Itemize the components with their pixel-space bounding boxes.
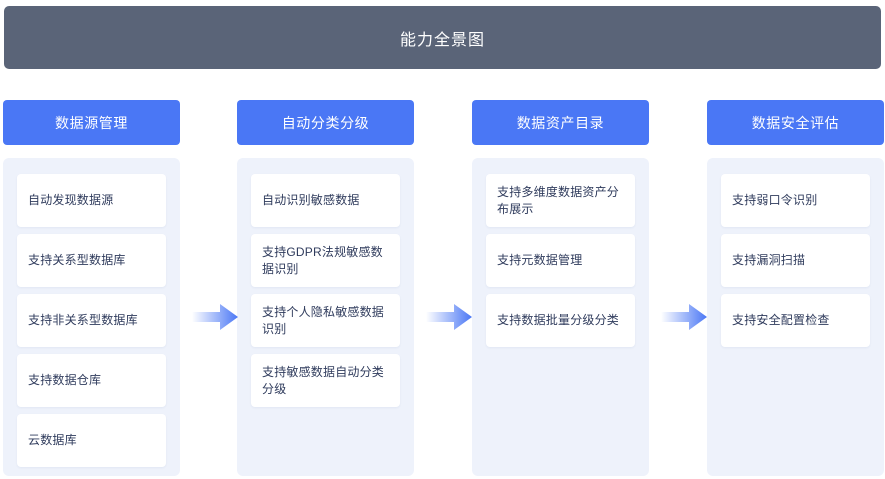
column-header-security-assessment[interactable]: 数据安全评估: [707, 100, 884, 145]
capability-card-label: 支持数据仓库: [28, 373, 102, 387]
capability-card[interactable]: 支持弱口令识别: [721, 174, 870, 227]
capability-card-label: 自动识别敏感数据: [262, 193, 360, 207]
page-title: 能力全景图: [399, 31, 485, 49]
capability-card-label: 支持元数据管理: [497, 253, 583, 267]
column-header-auto-classification[interactable]: 自动分类分级: [237, 100, 414, 145]
capability-card-label: 支持多维度数据资产分布展示: [497, 184, 620, 216]
column-header-label: 数据安全评估: [751, 114, 840, 131]
column-body-security-assessment: 支持弱口令识别 支持漏洞扫描 支持安全配置检查: [707, 158, 884, 476]
capability-card[interactable]: 云数据库: [17, 414, 166, 467]
column-body-data-source: 自动发现数据源 支持关系型数据库 支持非关系型数据库 支持数据仓库 云数据库: [3, 158, 180, 476]
capability-card-label: 自动发现数据源: [28, 193, 114, 207]
capability-column-asset-catalog: 数据资产目录 支持多维度数据资产分布展示 支持元数据管理 支持数据批量分级分类: [472, 100, 649, 476]
capability-column-auto-classification: 自动分类分级 自动识别敏感数据 支持GDPR法规敏感数据识别 支持个人隐私敏感数…: [237, 100, 414, 476]
capability-card-label: 支持数据批量分级分类: [497, 313, 620, 327]
capability-card[interactable]: 支持GDPR法规敏感数据识别: [251, 234, 400, 287]
capability-columns: 数据源管理 自动发现数据源 支持关系型数据库 支持非关系型数据库 支持数据仓库 …: [0, 100, 885, 479]
capability-card[interactable]: 支持个人隐私敏感数据识别: [251, 294, 400, 347]
column-header-label: 数据资产目录: [516, 114, 605, 131]
column-header-data-source[interactable]: 数据源管理: [3, 100, 180, 145]
capability-card[interactable]: 支持安全配置检查: [721, 294, 870, 347]
column-body-asset-catalog: 支持多维度数据资产分布展示 支持元数据管理 支持数据批量分级分类: [472, 158, 649, 476]
capability-card[interactable]: 支持数据仓库: [17, 354, 166, 407]
capability-card[interactable]: 支持非关系型数据库: [17, 294, 166, 347]
capability-card-label: 支持关系型数据库: [28, 253, 126, 267]
capability-card[interactable]: 支持数据批量分级分类: [486, 294, 635, 347]
capability-card[interactable]: 支持元数据管理: [486, 234, 635, 287]
capability-card-label: 支持GDPR法规敏感数据识别: [262, 244, 383, 276]
capability-card[interactable]: 自动发现数据源: [17, 174, 166, 227]
column-header-asset-catalog[interactable]: 数据资产目录: [472, 100, 649, 145]
capability-card[interactable]: 支持多维度数据资产分布展示: [486, 174, 635, 227]
flow-arrow-icon: [661, 302, 707, 332]
capability-card-label: 支持个人隐私敏感数据识别: [262, 304, 385, 336]
capability-column-data-source: 数据源管理 自动发现数据源 支持关系型数据库 支持非关系型数据库 支持数据仓库 …: [3, 100, 180, 476]
capability-card-label: 支持漏洞扫描: [732, 253, 806, 267]
column-body-auto-classification: 自动识别敏感数据 支持GDPR法规敏感数据识别 支持个人隐私敏感数据识别 支持敏…: [237, 158, 414, 476]
page-banner: 能力全景图: [4, 6, 881, 69]
capability-column-security-assessment: 数据安全评估 支持弱口令识别 支持漏洞扫描 支持安全配置检查: [707, 100, 884, 476]
capability-card[interactable]: 支持关系型数据库: [17, 234, 166, 287]
column-header-label: 自动分类分级: [281, 114, 370, 131]
capability-card[interactable]: 自动识别敏感数据: [251, 174, 400, 227]
capability-card[interactable]: 支持敏感数据自动分类分级: [251, 354, 400, 407]
capability-card-label: 支持安全配置检查: [732, 313, 830, 327]
capability-card-label: 支持弱口令识别: [732, 193, 818, 207]
flow-arrow-icon: [192, 302, 238, 332]
column-header-label: 数据源管理: [55, 114, 128, 131]
capability-card-label: 云数据库: [28, 433, 77, 447]
capability-card[interactable]: 支持漏洞扫描: [721, 234, 870, 287]
flow-arrow-icon: [426, 302, 472, 332]
capability-card-label: 支持敏感数据自动分类分级: [262, 364, 385, 396]
capability-card-label: 支持非关系型数据库: [28, 313, 138, 327]
